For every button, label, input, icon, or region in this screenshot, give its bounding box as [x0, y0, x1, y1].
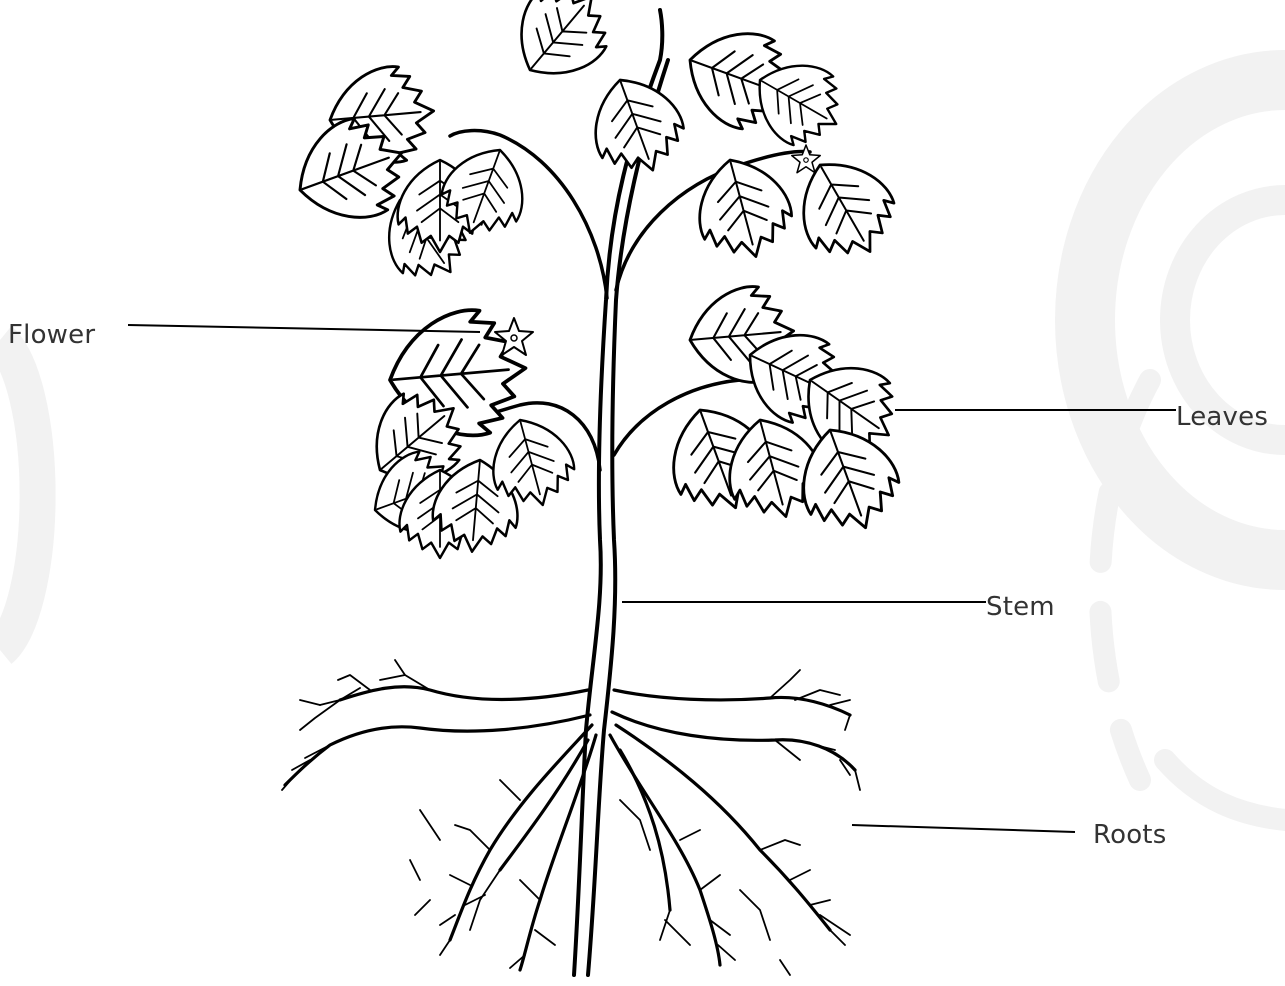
leader-lines — [128, 325, 1176, 832]
background-decoration — [0, 80, 1285, 820]
flower-label: Flower — [8, 322, 95, 348]
leaves-label: Leaves — [1176, 404, 1268, 430]
stem-label: Stem — [986, 594, 1055, 620]
plant-roots — [282, 660, 860, 975]
roots-label: Roots — [1093, 822, 1166, 848]
roots-leader-line — [852, 825, 1075, 832]
